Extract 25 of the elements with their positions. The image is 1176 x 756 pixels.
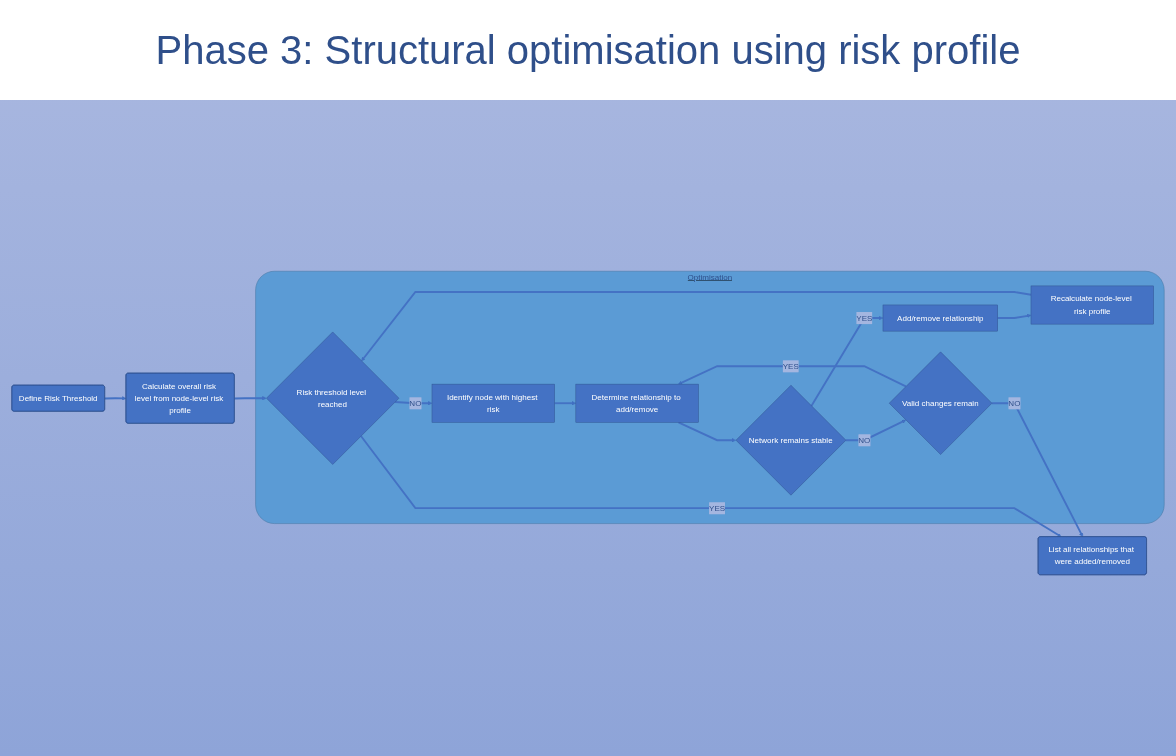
edge-label: NO — [1008, 398, 1021, 408]
arrow — [996, 313, 1032, 319]
edge-label: YES — [709, 503, 726, 513]
node-diamond: Valid changes remain — [889, 351, 993, 455]
node-box: Identify node with highest risk — [431, 383, 555, 423]
arrow — [233, 396, 267, 401]
edge-label: NO — [409, 398, 422, 408]
arrow — [360, 435, 1062, 537]
edge-label: YES — [782, 361, 799, 371]
node-box: Recalculate node-level risk profile — [1030, 285, 1154, 325]
arrow — [990, 402, 1083, 537]
arrow — [810, 315, 884, 407]
edge-label: YES — [856, 313, 873, 323]
arrow — [677, 421, 736, 443]
node-box: Add/remove relationship — [882, 304, 998, 332]
edge-label: NO — [858, 435, 871, 445]
node-diamond: Risk threshold level reached — [266, 331, 400, 465]
arrow — [844, 419, 906, 442]
arrow — [678, 365, 907, 388]
arrow — [553, 401, 577, 406]
node-box: Determine relationship to add/remove — [575, 383, 699, 423]
arrow — [103, 396, 127, 401]
node-diamond: Network remains stable — [735, 385, 847, 496]
title: Phase 3: Structural optimisation using risk profile — [155, 27, 1021, 73]
arrow — [361, 291, 1032, 362]
